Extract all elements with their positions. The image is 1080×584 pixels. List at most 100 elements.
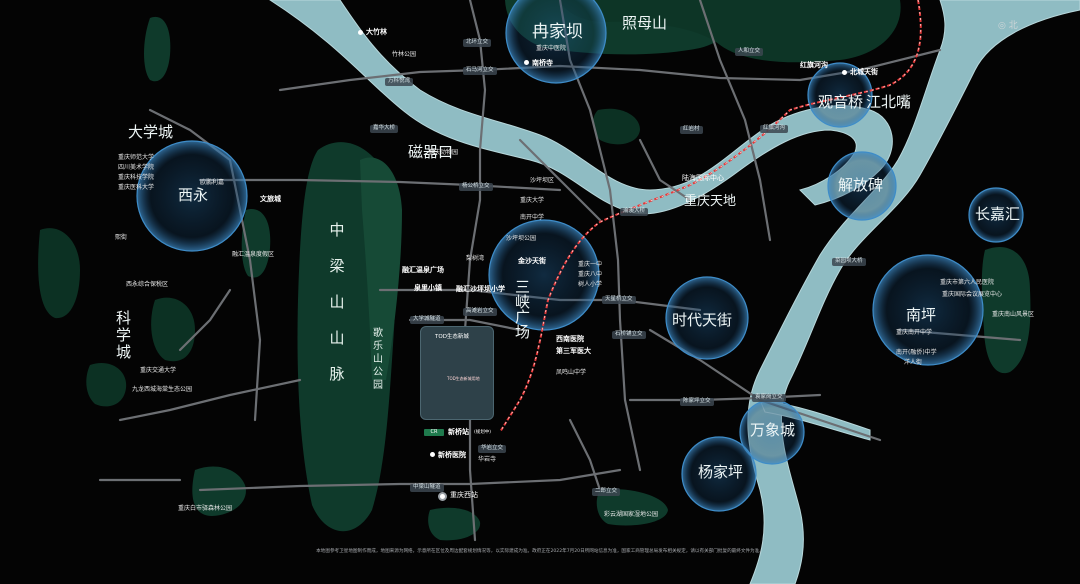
district-yangjiaping: 杨家坪 — [698, 463, 744, 481]
district-daxuecheng: 大学城 — [128, 123, 174, 141]
poi-ronghui-resort: 融汇温泉度假区 — [232, 251, 275, 258]
poi-lishuwan: 梨树湾 — [466, 255, 485, 262]
poi-ronghui-spring-plaza: 融汇温泉广场 — [402, 266, 444, 274]
road-label-daxuecheng-tunnel: 大学城隧道 — [410, 316, 444, 324]
district-jiefangbei: 解放碑 — [838, 176, 884, 194]
road-label-chenjiaping: 陈家坪立交 — [680, 398, 714, 406]
road-label-yuanjiagang: 袁家岗立交 — [752, 394, 786, 402]
railway-line-base — [499, 0, 922, 433]
road-label-beihuan: 北环立交 — [463, 39, 492, 47]
circle-jiefangbei — [827, 151, 897, 221]
tod-card[interactable]: TOD生态新城 TOD生态新城用地 — [420, 326, 494, 420]
poi-xijie: 熙街 — [115, 234, 128, 241]
station-xinqiao[interactable]: 新桥站 — [448, 428, 469, 436]
poi-chongqing-university: 重庆大学 — [520, 197, 545, 204]
compass: ◎ 北 — [998, 18, 1018, 31]
mountain-char-3: 山 — [329, 293, 345, 311]
poi-jiaotong-university: 重庆交通大学 — [140, 367, 177, 374]
poi-xinqiao-hospital: 新桥医院 — [438, 451, 466, 459]
district-chongqing-tiandi: 重庆天地 — [684, 194, 737, 209]
tod-plot-label: TOD生态新城用地 — [447, 376, 480, 381]
mountain-label: 中 梁 山 山 脉 — [328, 212, 346, 392]
park-label: 歌 乐 山 公 园 — [372, 327, 384, 392]
mountain-char-2: 梁 — [329, 257, 345, 275]
circle-ranjiaba — [505, 0, 607, 84]
poi-intl-expo: 重庆国际会议展览中心 — [942, 291, 1003, 298]
road-label-huayan: 华岩立交 — [478, 445, 507, 453]
district-wanxiangcheng: 万象城 — [750, 421, 796, 439]
poi-ronghui-primary: 融汇沙坪坝小学 — [456, 285, 505, 293]
poi-oupeng: 欧鹏利嘉 — [200, 179, 225, 186]
road-label-wanke: 万科悦湾 — [385, 78, 414, 86]
poi-science-tech-institute: 重庆科技学院 — [118, 174, 155, 181]
circle-yangjiaping — [681, 436, 757, 512]
park-char-4: 公 — [373, 367, 383, 378]
poi-dot-nanqiao — [524, 60, 529, 65]
poi-chongqing-tcm-hospital: 重庆中医院 — [536, 45, 567, 52]
district-ciqikou: 磁器口 — [408, 143, 454, 161]
district-zhaomushan: 照母山 — [622, 14, 668, 32]
district-circles — [136, 0, 1024, 512]
road-label-gaotanyan: 高滩岩立交 — [463, 308, 497, 316]
poi-nanqiao-temple: 南桥寺 — [532, 59, 553, 67]
poi-third-military-medical: 第三军医大 — [556, 347, 591, 355]
poi-dot-xinqiao-hospital — [430, 452, 435, 457]
gele-mountain-park — [360, 157, 402, 380]
poi-yangrenjie: 洋人街 — [904, 359, 923, 366]
baishiyi-forest — [192, 466, 246, 516]
road-label-yuao-bridge: 渝澳大桥 — [620, 208, 649, 216]
poi-dot-beicheng — [842, 70, 847, 75]
station-luhai[interactable]: 陆海国际中心 — [682, 174, 724, 182]
circle-shidai — [665, 276, 749, 360]
poi-medical-university: 重庆医科大学 — [118, 184, 155, 191]
poi-nanshan-scenic: 重庆南山风景区 — [992, 311, 1035, 318]
kexuecheng-green — [151, 297, 195, 362]
road-label-renhe: 人和立交 — [735, 48, 764, 56]
park-char-1: 歌 — [373, 328, 383, 339]
compass-icon: ◎ — [998, 21, 1009, 31]
district-kexuecheng: 科学城 — [116, 309, 132, 361]
poi-beicheng-tianjie: 北城天街 — [850, 68, 878, 76]
mountain-char-5: 脉 — [329, 365, 345, 383]
caiyun-lake — [596, 489, 668, 526]
poi-caiyun-lake: 彩云湖国家湿地公园 — [604, 511, 659, 518]
west-hills — [38, 228, 80, 319]
compass-label: 北 — [1008, 21, 1018, 31]
poi-shapingba-park: 沙坪坝公园 — [506, 235, 537, 242]
road-label-jiahua-bridge: 嘉华大桥 — [370, 125, 399, 133]
mountain-char-4: 山 — [329, 329, 345, 347]
district-ranjiaba: 冉家坝 — [532, 22, 583, 42]
poi-hongqihegou: 红旗河沟 — [800, 61, 828, 69]
circle-sanxia — [488, 219, 600, 331]
poi-dazhulin: 大竹林 — [366, 28, 387, 36]
road-label-erlang: 二郎立交 — [592, 488, 621, 496]
station-chongqing-west[interactable]: 重庆西站 — [450, 491, 478, 499]
poi-huayan-temple: 华岩寺 — [478, 456, 497, 463]
park-char-3: 山 — [373, 354, 383, 365]
huayan-park — [428, 507, 481, 541]
district-nanping: 南坪 — [906, 306, 937, 324]
district-guanyinqiao: 观音桥 — [818, 93, 864, 111]
tod-title: TOD生态新城 — [435, 334, 469, 340]
mountain-char-1: 中 — [329, 221, 345, 239]
poi-nankai-nanping: 重庆南开中学 — [896, 329, 933, 336]
station-chongqing-west-marker — [438, 492, 447, 501]
poi-quanli-town: 泉里小镇 — [414, 284, 442, 292]
poi-shapingba-district: 沙坪坝区 — [530, 177, 555, 184]
poi-jiulong-haitang: 九龙西城海棠生态公园 — [132, 386, 193, 393]
poi-dot-dazhulin — [358, 30, 363, 35]
poi-zhulin-park: 竹林公园 — [392, 51, 417, 58]
park-char-5: 园 — [373, 380, 383, 391]
circle-changjiahui — [968, 187, 1024, 243]
poi-xiyong-bonded-zone: 西永综合保税区 — [126, 281, 169, 288]
road-label-caiyuanba-bridge: 菜园坝大桥 — [832, 258, 866, 266]
park-char-2: 乐 — [373, 341, 383, 352]
poi-southwest-hospital: 西南医院 — [556, 335, 584, 343]
district-changjiahui: 长嘉汇 — [975, 205, 1021, 223]
poi-fengmingshan: 凤鸣山中学 — [556, 369, 587, 376]
poi-baishiyi-forest: 重庆白市驿森林公园 — [178, 505, 233, 512]
district-xiyong: 西永 — [178, 186, 209, 204]
tieshan-ping — [560, 0, 901, 63]
poi-shuren-primary: 树人小学 — [578, 281, 603, 288]
